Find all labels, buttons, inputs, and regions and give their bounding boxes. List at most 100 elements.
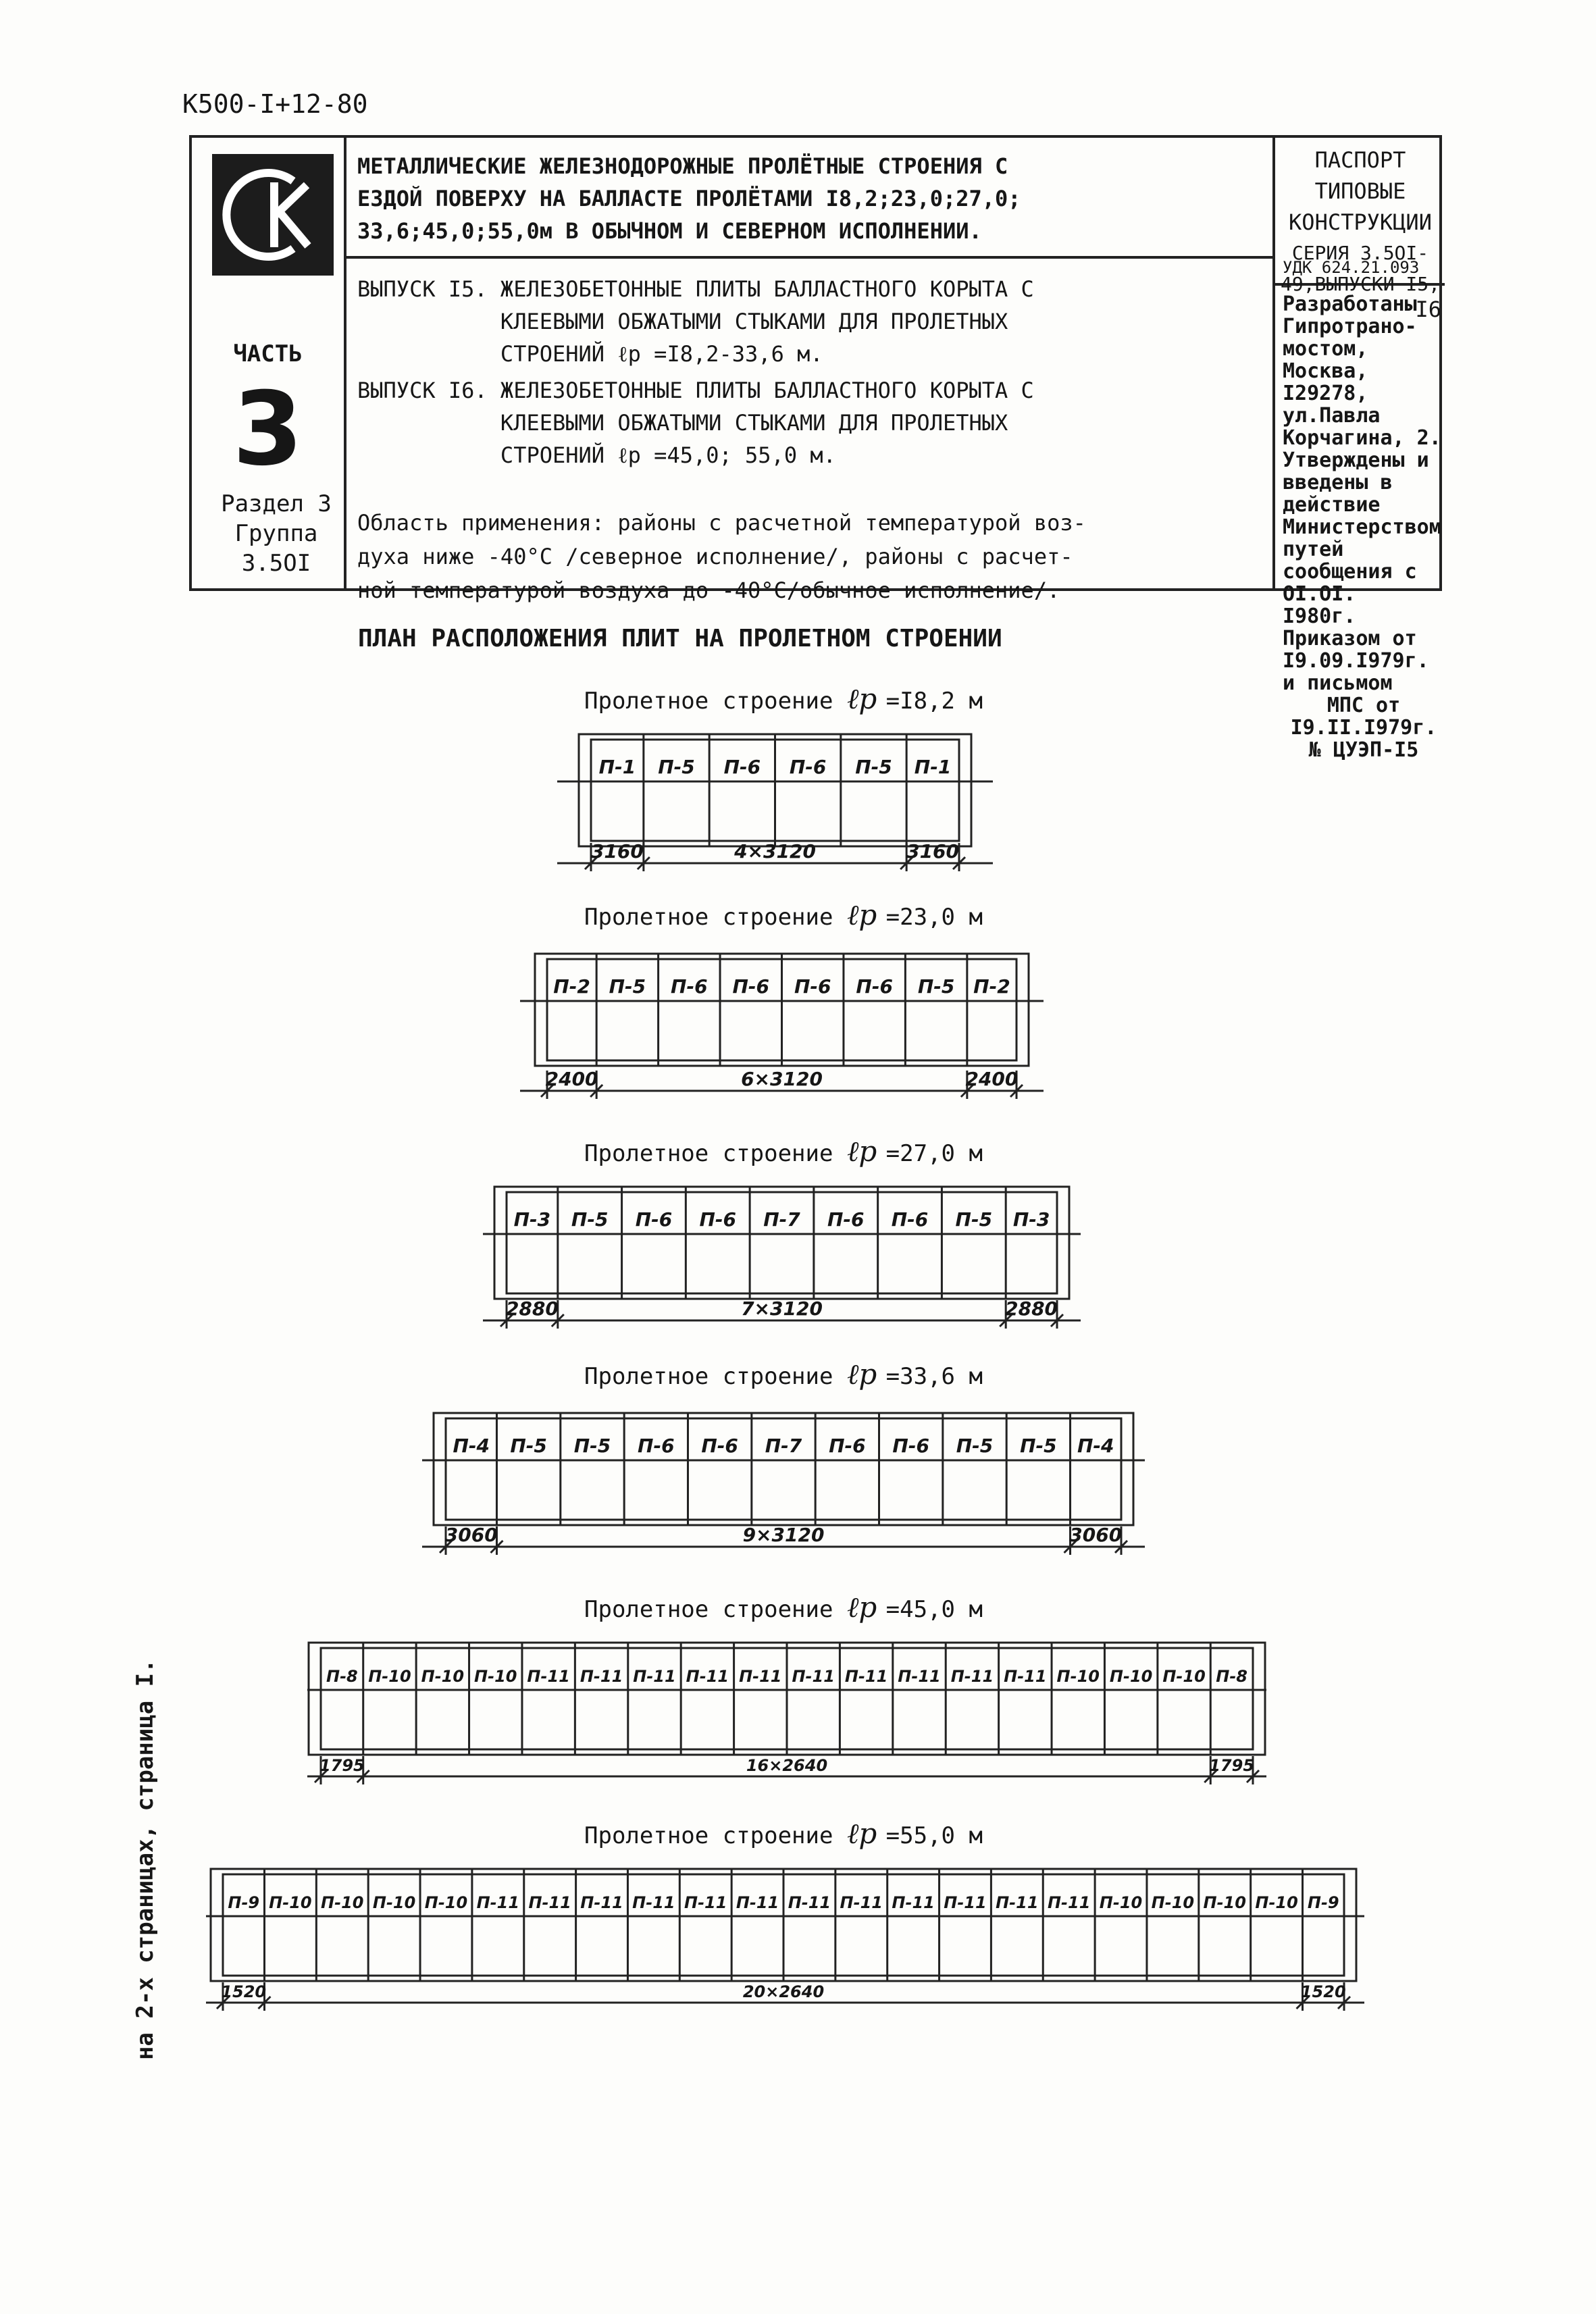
title-line: ЕЗДОЙ ПОВЕРХУ НА БАЛЛАСТЕ ПРОЛЁТАМИ I8,2… [357,186,1021,211]
span-symbol: ℓр [846,1358,886,1391]
dimension-label: 1795 [319,1756,365,1775]
span-length: =55,0 м [885,1822,983,1849]
document-title: МЕТАЛЛИЧЕСКИЕ ЖЕЛЕЗНОДОРОЖНЫЕ ПРОЛЁТНЫЕ … [357,150,1272,247]
dimension-label: 2400 [965,1068,1018,1090]
span-length: =33,6 м [885,1363,983,1390]
issue-16: ВЫПУСК I6. ЖЕЛЕЗОБЕТОННЫЕ ПЛИТЫ БАЛЛАСТН… [357,374,1272,471]
application-line: Область применения: районы с расчетной т… [357,510,1086,536]
plate-label: П-5 [510,1435,547,1457]
plate-label: П-11 [580,1667,623,1686]
span-label: Пролетное строение ℓр =27,0 м [584,1135,983,1168]
plate-label: П-6 [892,1208,929,1231]
span-symbol: ℓр [846,682,886,715]
plate-label: П-10 [421,1667,464,1686]
plate-label: П-6 [733,975,770,998]
plate-label: П-7 [765,1435,802,1457]
developer-line: Утверждены и введены в [1283,448,1429,494]
span-label-prefix: Пролетное строение [584,1363,847,1390]
passport-line: СЕРИЯ 3.5OI-49,ВЫПУСКИ I5, [1280,242,1440,295]
plate-label: П-5 [574,1435,611,1457]
plate-label: П-10 [373,1893,415,1912]
plate-label: П-11 [1004,1667,1046,1686]
application-line: духа ниже -40°С /северное исполнение/, р… [357,544,1073,569]
developer-line: № ЦУЭП-I5 [1308,738,1419,762]
dimension-label: 3160 [591,840,644,863]
developer-line: ул.Павла Корчагина, 2. [1283,404,1441,450]
dimension-slash [1295,1995,1310,2010]
plate-label: П-6 [671,975,708,998]
plate-label: П-10 [1100,1893,1142,1912]
plate-label: П-9 [1308,1893,1339,1912]
part-number: 3 [232,371,303,488]
developer-line: I9.09.I979г. и письмом [1283,649,1429,695]
dimension-slash [540,1083,555,1098]
dimension-slash [490,1539,504,1554]
span-length: =45,0 м [885,1596,983,1623]
plate-label: П-6 [827,1208,865,1231]
plate-label: П-11 [633,1667,675,1686]
plate-label: П-11 [944,1893,986,1912]
dimension-slash [438,1539,453,1554]
span-label: Пролетное строение ℓр =45,0 м [584,1591,983,1624]
plate-label: П-11 [686,1667,729,1686]
plate-label: П-10 [1110,1667,1152,1686]
dimension-label: 2880 [506,1297,559,1320]
plate-label: П-5 [918,975,955,998]
plate-label: П-6 [638,1435,675,1457]
section-info: Раздел 3 Группа 3.5OI [192,489,361,578]
dimension-label: 9×3120 [743,1524,825,1546]
dimension-slash [215,1995,230,2010]
dimension-slash [952,856,967,871]
plate-label: П-6 [699,1208,736,1231]
dimension-slash [636,856,650,871]
plate-label: П-10 [1255,1893,1297,1912]
span-inner-frame [505,1191,1058,1295]
dimension-label: 16×2640 [746,1756,827,1775]
developer-line: МПС от I9.II.I979г. [1290,694,1437,740]
dimension-slash [1009,1083,1024,1098]
issue-line: ВЫПУСК I5. ЖЕЛЕЗОБЕТОННЫЕ ПЛИТЫ БАЛЛАСТН… [357,276,1034,302]
plan-title: ПЛАН РАСПОЛОЖЕНИЯ ПЛИТ НА ПРОЛЕТНОМ СТРО… [358,625,1002,652]
dimension-slash [960,1083,974,1098]
plate-label: П-5 [658,756,695,778]
issue-line: СТРОЕНИЙ ℓр =I8,2-33,6 м. [357,341,823,367]
plate-label: П-11 [788,1893,831,1912]
plate-label: П-3 [1013,1208,1050,1231]
dimension-slash [590,1083,604,1098]
plate-label: П-5 [571,1208,609,1231]
dimension-label: 7×3120 [741,1297,823,1320]
dimension-slash [550,1313,565,1328]
dimension-slash [1245,1769,1260,1784]
plate-label: П-4 [453,1435,490,1457]
issue-15: ВЫПУСК I5. ЖЕЛЕЗОБЕТОННЫЕ ПЛИТЫ БАЛЛАСТН… [357,273,1272,370]
span-inner-frame [444,1417,1123,1521]
issue-line: КЛЕЕВЫМИ ОБЖАТЫМИ СТЫКАМИ ДЛЯ ПРОЛЕТНЫХ [357,410,1008,436]
span-length: =23,0 м [885,904,983,931]
plate-label: П-5 [956,1208,993,1231]
plate-label: П-6 [892,1435,929,1457]
passport-line: ТИПОВЫЕ КОНСТРУКЦИИ [1289,178,1432,235]
sk-logo-icon [212,154,334,276]
span-label-prefix: Пролетное строение [584,904,847,931]
span-symbol: ℓр [846,1135,886,1168]
issue-line: СТРОЕНИЙ ℓр =45,0; 55,0 м. [357,442,836,468]
plate-label: П-5 [855,756,892,778]
section-line: Группа [234,520,318,547]
plate-label: П-4 [1077,1435,1114,1457]
span-symbol: ℓр [846,898,886,931]
plate-label: П-9 [228,1893,259,1912]
plate-label: П-8 [1216,1667,1247,1686]
plate-label: П-6 [790,756,827,778]
dimension-label: 20×2640 [743,1982,824,2001]
title-line: МЕТАЛЛИЧЕСКИЕ ЖЕЛЕЗНОДОРОЖНЫЕ ПРОЛЁТНЫЕ … [357,153,1008,179]
dimension-label: 4×3120 [733,840,816,863]
plate-label: П-6 [829,1435,866,1457]
span-label: Пролетное строение ℓр =23,0 м [584,898,983,932]
plate-label: П-2 [973,975,1010,998]
dimension-label: 1520 [1301,1982,1346,2001]
plate-label: П-2 [553,975,590,998]
plate-label: П-11 [580,1893,623,1912]
plate-label: П-11 [528,1893,571,1912]
